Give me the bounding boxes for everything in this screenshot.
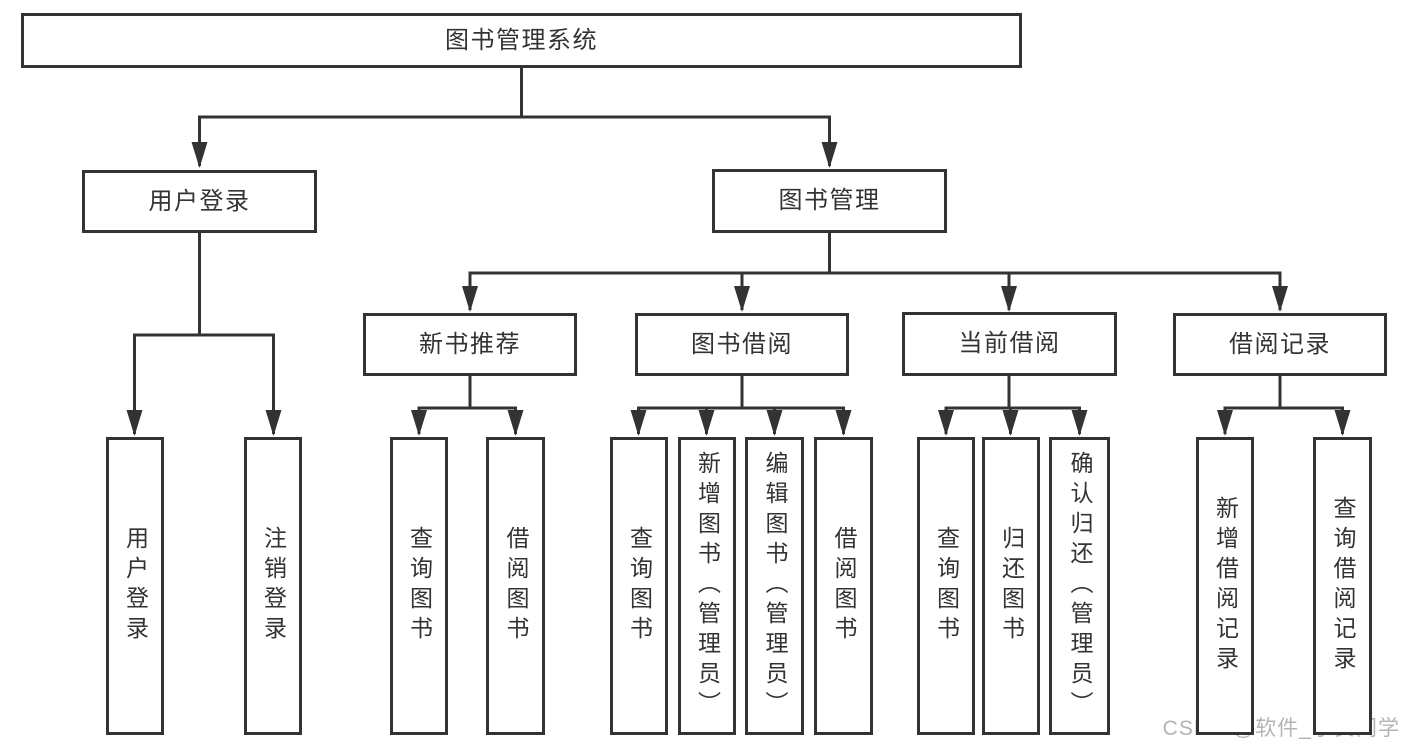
leaf-edit-book-admin: 编辑图书（管理员）: [745, 437, 804, 735]
leaf-label: 用户登录: [122, 526, 149, 646]
leaf-label: 借阅图书: [831, 526, 857, 646]
node-label: 当前借阅: [958, 330, 1061, 357]
leaf-add-book-admin: 新增图书（管理员）: [678, 437, 736, 735]
leaf-label: 查询图书: [406, 526, 433, 646]
leaf-label: 新增借阅记录: [1212, 496, 1239, 676]
rail-book-management: [468, 231, 1282, 275]
leaf-label: 借阅图书: [503, 526, 529, 646]
node-label: 图书管理: [778, 187, 881, 214]
leaf-query-books-1: 查询图书: [390, 437, 448, 735]
node-current-borrow: 当前借阅: [902, 312, 1117, 376]
leaf-label: 归还图书: [998, 526, 1025, 646]
node-label: 借阅记录: [1229, 330, 1331, 358]
rail-root: [198, 66, 831, 119]
leaf-query-borrow-record: 查询借阅记录: [1313, 437, 1372, 735]
node-library-management-system: 图书管理系统: [21, 13, 1022, 68]
connector-rails: [133, 66, 1344, 410]
leaf-query-books-3: 查询图书: [917, 437, 975, 735]
node-user-login: 用户登录: [82, 170, 317, 233]
leaf-borrow-books-2: 借阅图书: [814, 437, 873, 735]
rail-user-login: [133, 231, 275, 337]
leaf-label: 新增图书（管理员）: [694, 451, 721, 721]
leaf-label: 编辑图书（管理员）: [762, 451, 788, 721]
rail-new-book-recommend: [417, 374, 517, 410]
node-new-book-recommend: 新书推荐: [363, 313, 577, 376]
leaf-query-books-2: 查询图书: [610, 437, 668, 735]
leaf-return-book: 归还图书: [982, 437, 1040, 735]
node-book-management: 图书管理: [712, 169, 947, 233]
leaf-label: 确认归还（管理员）: [1067, 451, 1093, 721]
connector-arrows: [126, 117, 1351, 436]
rail-book-borrow: [637, 374, 845, 410]
leaf-user-login: 用户登录: [106, 437, 164, 735]
leaf-logout: 注销登录: [244, 437, 302, 735]
leaf-label: 查询借阅记录: [1330, 496, 1356, 676]
leaf-label: 注销登录: [260, 526, 287, 646]
node-label: 图书管理系统: [445, 26, 598, 54]
rail-borrow-records: [1223, 374, 1344, 410]
leaf-confirm-return-admin: 确认归还（管理员）: [1049, 437, 1110, 735]
node-borrow-records: 借阅记录: [1173, 313, 1387, 376]
leaf-label: 查询图书: [933, 526, 960, 646]
node-book-borrow: 图书借阅: [635, 313, 849, 376]
node-label: 图书借阅: [691, 330, 793, 358]
node-label: 新书推荐: [419, 330, 521, 358]
leaf-add-borrow-record: 新增借阅记录: [1196, 437, 1254, 735]
rail-current-borrow: [944, 374, 1081, 410]
leaf-label: 查询图书: [626, 526, 653, 646]
leaf-borrow-books-1: 借阅图书: [486, 437, 545, 735]
node-label: 用户登录: [148, 187, 251, 215]
